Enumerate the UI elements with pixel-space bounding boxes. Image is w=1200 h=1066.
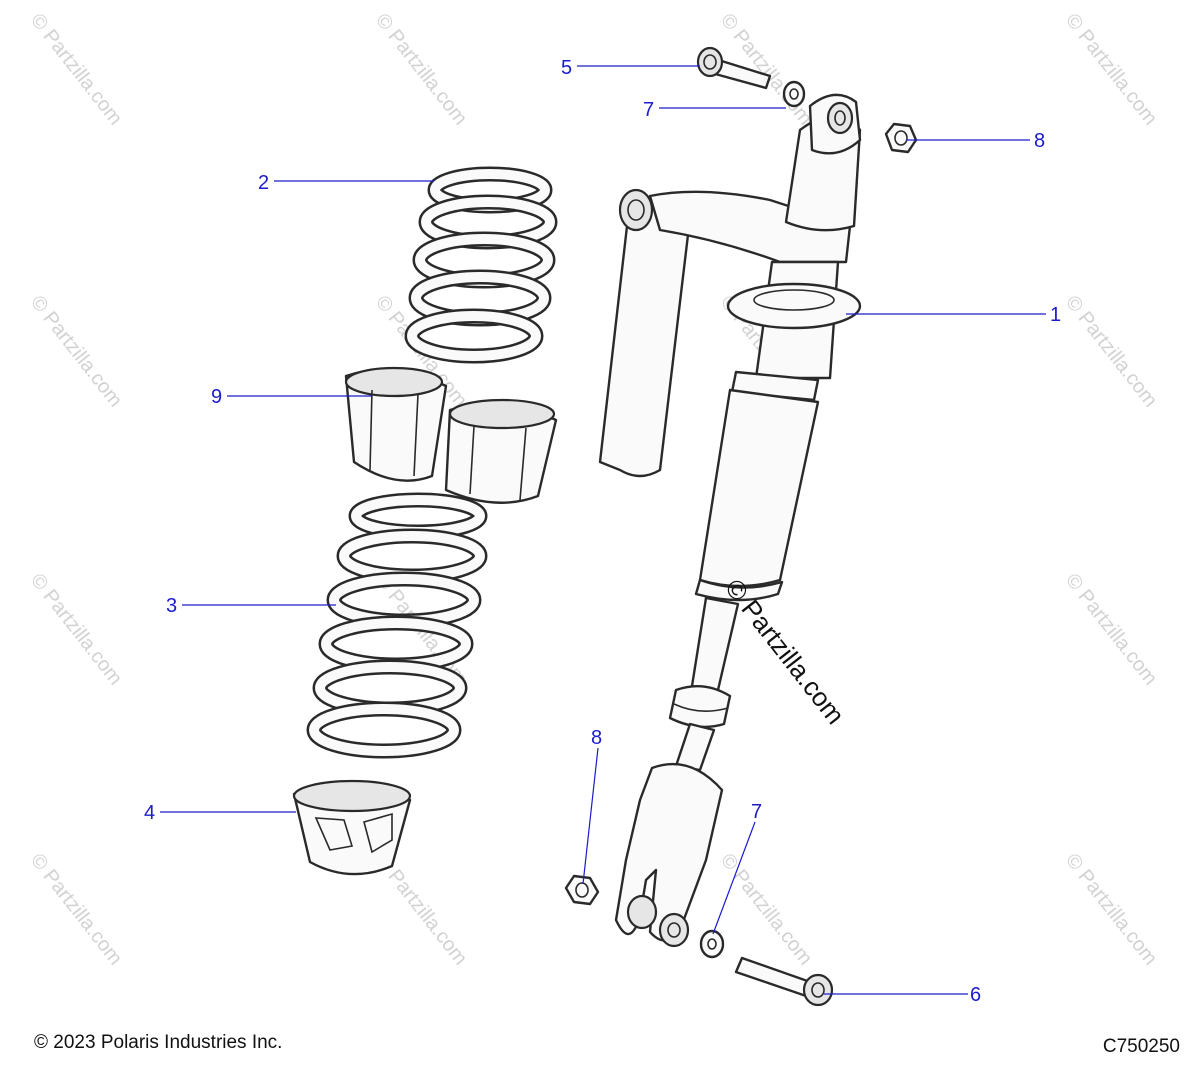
callout-7-upper: 7 xyxy=(643,99,654,121)
upper-washer xyxy=(782,80,806,108)
callout-9: 9 xyxy=(211,386,222,408)
watermark-layer: © Partzilla.com © Partzilla.com © Partzi… xyxy=(26,10,1161,970)
shock-absorber xyxy=(598,93,862,948)
copyright-text: © 2023 Polaris Industries Inc. xyxy=(34,1032,283,1053)
callout-1: 1 xyxy=(1050,304,1061,326)
callout-8-lower: 8 xyxy=(591,727,602,749)
lower-bolt xyxy=(734,956,834,1007)
lower-nut xyxy=(564,874,600,906)
watermark-main: © Partzilla.com xyxy=(719,573,851,730)
watermark: © Partzilla.com xyxy=(1061,292,1161,412)
callout-5: 5 xyxy=(561,57,572,79)
callout-7-lower: 7 xyxy=(751,801,762,823)
watermark: © Partzilla.com xyxy=(371,10,471,130)
lower-washer xyxy=(699,929,725,959)
spring-spacer-left xyxy=(344,366,448,482)
upper-spring xyxy=(404,166,558,364)
callout-4: 4 xyxy=(144,802,155,824)
spring-spacer-right xyxy=(444,398,558,504)
callout-3: 3 xyxy=(166,595,177,617)
callout-labels: 5 7 8 2 1 9 3 4 8 7 6 xyxy=(144,57,1061,1006)
watermark: © Partzilla.com xyxy=(26,292,126,412)
leader-line-8-lower xyxy=(582,747,599,885)
lower-spring xyxy=(306,492,488,759)
figure-code: C750250 xyxy=(1102,1036,1180,1057)
callout-2: 2 xyxy=(258,172,269,194)
callout-8-upper: 8 xyxy=(1034,130,1045,152)
watermark: © Partzilla.com xyxy=(1061,850,1161,970)
watermark: © Partzilla.com xyxy=(26,10,126,130)
watermark: © Partzilla.com xyxy=(716,850,816,970)
upper-nut xyxy=(884,122,918,154)
upper-bolt xyxy=(696,46,772,90)
leader-lines xyxy=(160,65,1046,995)
watermark: © Partzilla.com xyxy=(26,570,126,690)
watermark: © Partzilla.com xyxy=(26,850,126,970)
watermark: © Partzilla.com xyxy=(1061,570,1161,690)
lower-spring-retainer xyxy=(292,779,412,876)
leader-line-7-lower xyxy=(712,821,756,935)
watermark: © Partzilla.com xyxy=(1061,10,1161,130)
callout-6: 6 xyxy=(970,984,981,1006)
